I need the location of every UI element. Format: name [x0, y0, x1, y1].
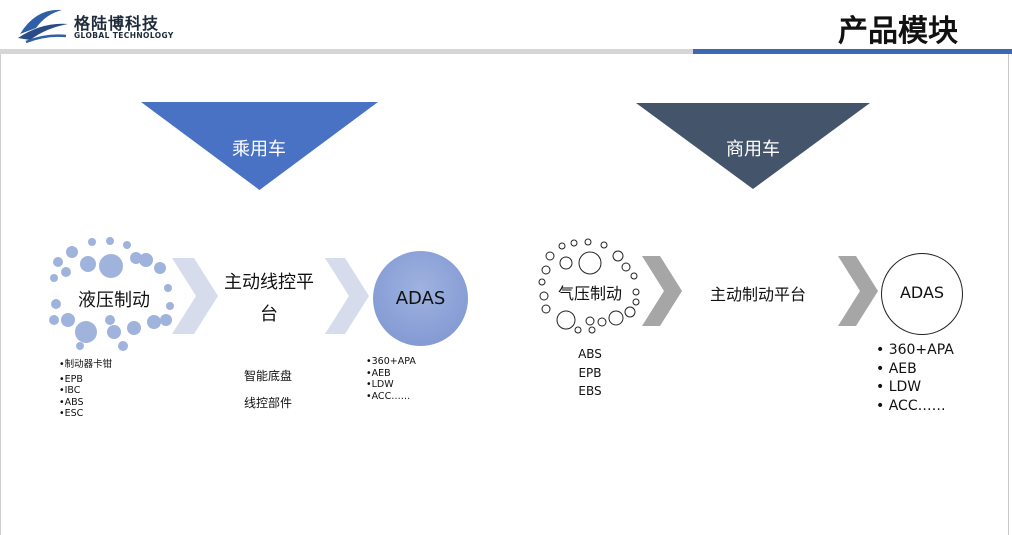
adas-commercial-list: • 360+APA • AEB • LDW • ACC……	[876, 341, 954, 415]
flow-chevron-icon	[838, 256, 878, 326]
wire-control-list: 智能底盘 线控部件	[231, 367, 305, 412]
page-title: 产品模块	[838, 14, 958, 49]
list-item: • 360+APA	[876, 342, 954, 358]
list-item: •360+APA	[366, 356, 416, 367]
active-brake-platform-label: 主动制动平台	[709, 285, 806, 304]
adas-passenger-list: •360+APA •AEB •LDW •ACC……	[366, 356, 416, 402]
commercial-category-triangle	[636, 103, 870, 189]
passenger-category-triangle	[141, 102, 378, 190]
adas-commercial-circle	[881, 253, 963, 335]
label-line: 台	[260, 304, 278, 325]
hydraulic-bubble-ring	[49, 237, 174, 351]
list-item: 线控部件	[243, 395, 292, 410]
list-item: 智能底盘	[243, 369, 292, 383]
flow-chevron-icon	[325, 258, 369, 334]
company-name-en: GLOBAL TECHNOLOGY	[74, 31, 174, 40]
list-item: •LDW	[366, 379, 394, 390]
list-item: •IBC	[59, 385, 81, 396]
adas-passenger-circle	[373, 251, 468, 346]
hydraulic-brake-label: 液压制动	[78, 290, 150, 311]
pneumatic-brake-list: ABS EPB EBS	[570, 345, 610, 401]
list-item: •ACC……	[366, 390, 411, 402]
hydraulic-brake-list: •制动器卡钳 •EPB •IBC •ABS •ESC	[59, 359, 112, 420]
company-logo-icon	[18, 9, 68, 44]
flow-chevron-icon	[172, 258, 218, 334]
list-item: • AEB	[876, 360, 917, 377]
adas-commercial-label: ADAS	[899, 283, 945, 302]
wire-control-platform-label: 主动线控平 台	[210, 268, 328, 326]
list-item: •ABS	[59, 396, 84, 408]
passenger-category-label: 乘用车	[232, 139, 286, 160]
list-item: •EPB	[59, 373, 83, 385]
header-divider	[0, 49, 693, 54]
list-item: EBS	[578, 384, 602, 398]
list-item: EPB	[578, 365, 602, 380]
label-line: 主动线控平	[224, 272, 314, 293]
commercial-category-label: 商用车	[726, 139, 780, 160]
slide-left-border	[0, 54, 1, 535]
list-item: •制动器卡钳	[59, 359, 113, 370]
adas-passenger-label: ADAS	[395, 288, 446, 309]
list-item: • LDW	[876, 379, 922, 395]
company-name-cn: 格陆博科技	[74, 14, 160, 33]
flow-chevron-icon	[642, 256, 682, 326]
list-item: ABS	[578, 347, 602, 361]
header-accent-bar	[693, 49, 1012, 54]
pneumatic-bubble-ring	[538, 238, 640, 334]
list-item: • ACC……	[876, 397, 946, 414]
pneumatic-brake-label: 气压制动	[557, 284, 622, 303]
list-item: •ESC	[59, 408, 84, 419]
slide-right-border	[1008, 54, 1009, 535]
list-item: •AEB	[366, 367, 391, 379]
